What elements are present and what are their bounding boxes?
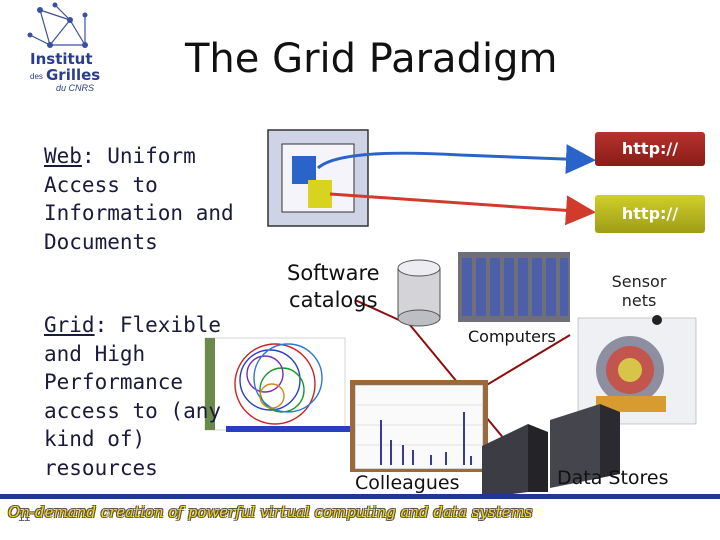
logo-graphic — [27, 2, 88, 48]
bottom-divider — [0, 494, 720, 499]
http-label-yellow: http:// — [595, 195, 705, 233]
grid-line1: : Flexible — [94, 313, 222, 337]
sensor-nets-label: Sensor nets — [603, 272, 675, 310]
web-line1: : Uniform — [81, 144, 196, 168]
http-label-red: http:// — [595, 132, 705, 166]
computer-monitor-icon — [267, 129, 369, 227]
particle-tracks-image — [204, 337, 350, 432]
slide-title: The Grid Paradigm — [185, 36, 558, 82]
software-label-line1: Software — [287, 261, 380, 285]
logo-text-des: des — [30, 72, 43, 81]
grid-line2: and High — [44, 341, 146, 366]
colleagues-label: Colleagues — [355, 472, 460, 494]
logo-text-cnrs: du CNRS — [56, 83, 95, 93]
sensor-label-line2: nets — [621, 291, 657, 310]
page-number: 11 — [18, 510, 31, 524]
sensor-label-line1: Sensor — [611, 272, 667, 291]
data-stores-image — [482, 404, 620, 498]
web-line2: Access to — [44, 172, 158, 197]
grid-line3: Performance — [44, 370, 184, 394]
web-line4: Documents — [44, 229, 158, 254]
colleagues-chart-image — [350, 380, 488, 472]
http-arrow-blue — [316, 144, 596, 175]
web-keyword: Web — [44, 144, 82, 168]
grid-description: Grid: Flexible and High Performance acce… — [44, 311, 244, 482]
software-catalogs-label: Software catalogs — [287, 260, 380, 314]
grid-line4: access to (any — [44, 398, 222, 423]
software-label-line2: catalogs — [289, 288, 378, 312]
logo-text-institut: Institut — [30, 50, 93, 68]
grid-line5: kind of) — [44, 427, 146, 451]
computers-image — [458, 252, 570, 322]
grid-line6: resources — [44, 455, 158, 480]
web-line3: Information and — [44, 201, 234, 225]
logo-text-grilles: Grilles — [46, 66, 101, 84]
database-icon — [397, 259, 441, 327]
tagline: On-demand creation of powerful virtual c… — [8, 503, 533, 521]
institut-grilles-logo: Institut des Grilles du CNRS — [10, 0, 110, 100]
grid-keyword: Grid — [44, 313, 95, 337]
data-stores-label: Data Stores — [557, 467, 669, 489]
computers-label: Computers — [468, 327, 556, 346]
http-arrow-red — [329, 192, 596, 226]
web-description: Web: Uniform Access to Information and D… — [44, 142, 284, 256]
